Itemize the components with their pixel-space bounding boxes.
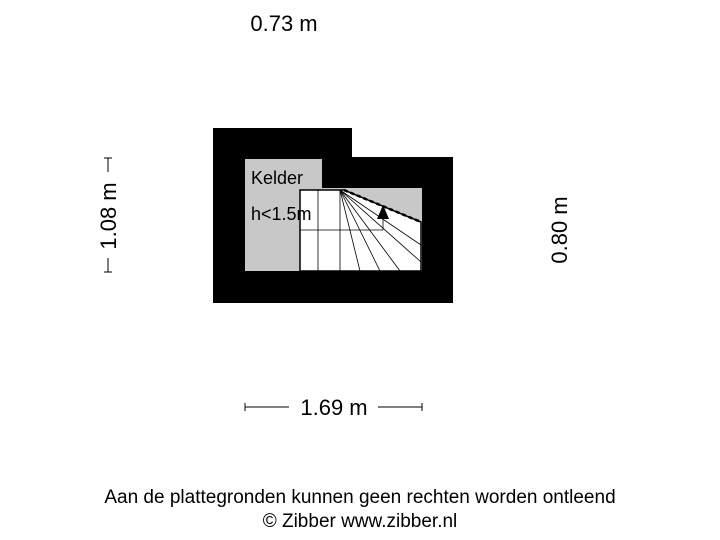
room-height-note: h<1.5m [251, 204, 312, 224]
dimension-bottom-line [244, 403, 423, 411]
dimension-right: 0.80 m [547, 196, 572, 263]
floor-plan: Kelder h<1.5m 0.73 m 1.08 m 0.80 m 1.69 … [96, 11, 572, 420]
dimension-top: 0.73 m [250, 11, 317, 36]
room-name: Kelder [251, 168, 303, 188]
arrow-up-icon [377, 205, 389, 219]
dimension-left-line [104, 157, 112, 273]
disclaimer-text: Aan de plattegronden kunnen geen rechten… [104, 487, 616, 508]
dimension-left: 1.08 m [96, 182, 121, 249]
copyright-text: © Zibber www.zibber.nl [262, 511, 458, 532]
dimension-bottom: 1.69 m [300, 395, 367, 420]
staircase [299, 188, 422, 272]
